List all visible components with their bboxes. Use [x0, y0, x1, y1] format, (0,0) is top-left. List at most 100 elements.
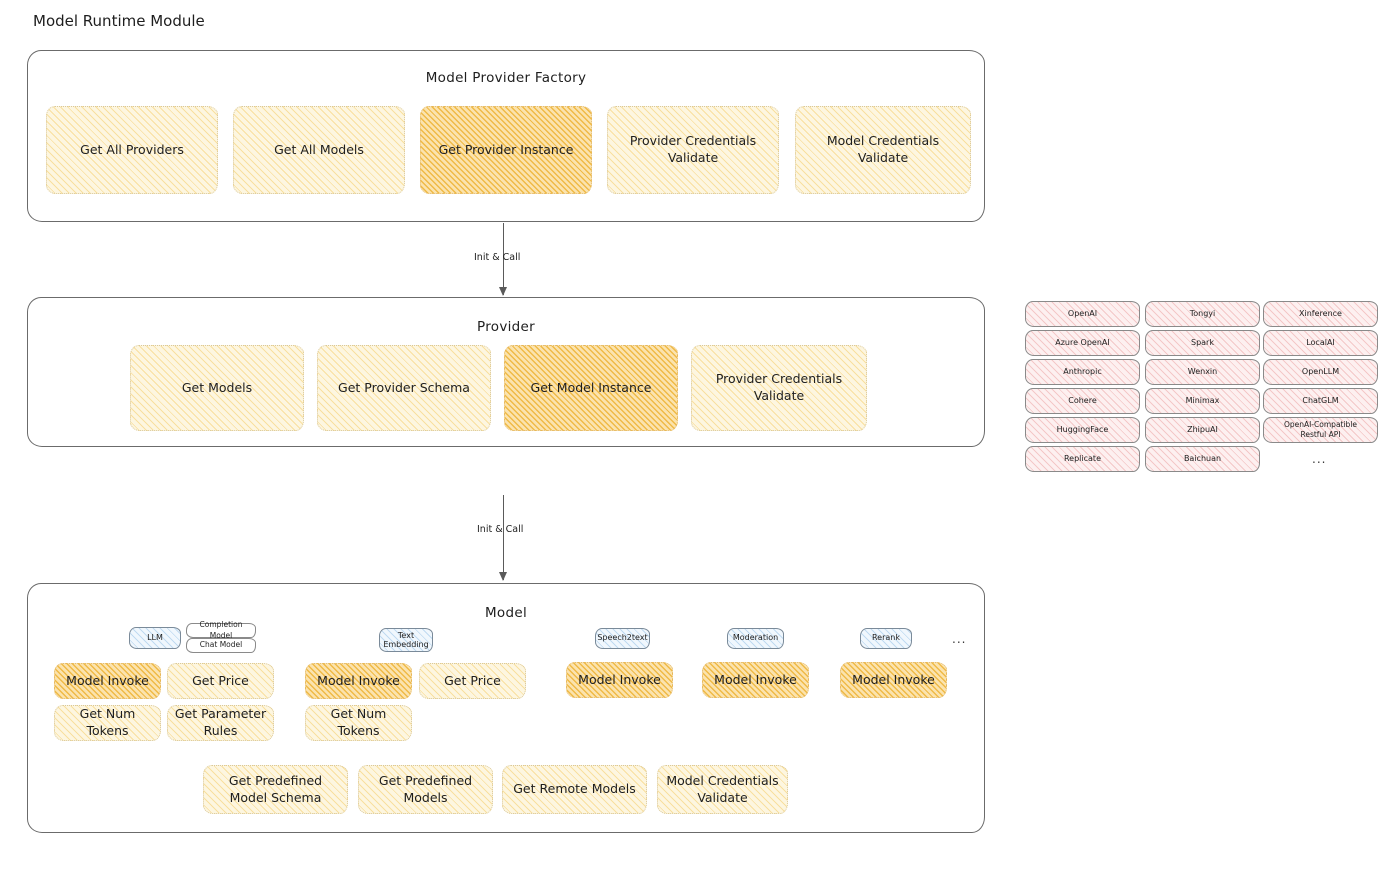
- label: Replicate: [1063, 453, 1101, 463]
- provider-chip-cohere[interactable]: Cohere: [1025, 388, 1140, 414]
- provider-list-more: ...: [1312, 452, 1327, 466]
- arrow-stem: [503, 495, 505, 580]
- label: Get Num Tokens: [79, 706, 136, 738]
- provider-title: Provider: [477, 319, 535, 335]
- label: Chat Model: [199, 640, 243, 650]
- label: Baichuan: [1183, 453, 1222, 463]
- model-common-method-get-remote-models[interactable]: Get Remote Models: [502, 765, 647, 814]
- arrow-head: [498, 572, 507, 581]
- label: Wenxin: [1187, 366, 1218, 376]
- factory-title: Model Provider Factory: [425, 70, 587, 86]
- speech2text-method-model-invoke[interactable]: Model Invoke: [566, 662, 673, 698]
- provider-chip-xinference[interactable]: Xinference: [1263, 301, 1378, 327]
- factory-item-get-all-models[interactable]: Get All Models: [233, 106, 405, 194]
- moderation-method-model-invoke[interactable]: Model Invoke: [702, 662, 809, 698]
- label: Get Model Instance: [530, 379, 652, 395]
- label: Get Remote Models: [513, 781, 636, 797]
- arrow-stem: [503, 223, 505, 295]
- factory-item-model-credentials-validate[interactable]: Model Credentials Validate: [795, 106, 971, 194]
- model-type-badge-moderation[interactable]: Moderation: [727, 628, 784, 649]
- model-common-method-get-predefined-model-schema[interactable]: Get Predefined Model Schema: [203, 765, 348, 814]
- provider-item-get-provider-schema[interactable]: Get Provider Schema: [317, 345, 491, 431]
- label: Tongyi: [1189, 308, 1216, 318]
- provider-chip-openai-compatible-restful-api[interactable]: OpenAI-Compatible Restful API: [1263, 417, 1378, 443]
- provider-chip-replicate[interactable]: Replicate: [1025, 446, 1140, 472]
- provider-chip-openllm[interactable]: OpenLLM: [1263, 359, 1378, 385]
- label: LLM: [147, 632, 163, 642]
- llm-method-get-parameter-rules[interactable]: Get Parameter Rules: [167, 705, 274, 741]
- label: HuggingFace: [1056, 424, 1109, 434]
- label: Xinference: [1299, 308, 1342, 318]
- label: Get Predefined Models: [378, 772, 473, 805]
- label: Provider Credentials Validate: [629, 133, 757, 165]
- provider-chip-zhipuai[interactable]: ZhipuAI: [1145, 417, 1260, 443]
- model-subtype-badge-completion-model[interactable]: Completion Model: [186, 620, 256, 640]
- model-type-badge-rerank[interactable]: Rerank: [860, 628, 912, 649]
- label: Get All Providers: [80, 141, 184, 157]
- provider-chip-baichuan[interactable]: Baichuan: [1145, 446, 1260, 472]
- label: Speech2text: [597, 633, 648, 643]
- llm-method-get-num-tokens[interactable]: Get Num Tokens: [54, 705, 161, 741]
- label: Azure OpenAI: [1055, 337, 1110, 347]
- label: Cohere: [1068, 395, 1097, 405]
- provider-chip-anthropic[interactable]: Anthropic: [1025, 359, 1140, 385]
- label: LocalAI: [1306, 337, 1335, 347]
- model-title: Model: [484, 605, 528, 621]
- label: Get Parameter Rules: [174, 706, 267, 738]
- label: ZhipuAI: [1187, 424, 1218, 434]
- model-common-method-get-predefined-models[interactable]: Get Predefined Models: [358, 765, 493, 814]
- label: Provider Credentials Validate: [715, 371, 843, 403]
- label: OpenAI-Compatible Restful API: [1283, 419, 1358, 439]
- label: Model Invoke: [317, 672, 400, 688]
- label: Minimax: [1185, 395, 1220, 405]
- text-embedding-method-model-invoke[interactable]: Model Invoke: [305, 663, 412, 699]
- label: Model Invoke: [714, 671, 797, 687]
- model-type-badge-llm[interactable]: LLM: [129, 627, 181, 649]
- provider-chip-chatglm[interactable]: ChatGLM: [1263, 388, 1378, 414]
- provider-item-get-models[interactable]: Get Models: [130, 345, 304, 431]
- label: Get All Models: [274, 141, 364, 157]
- label: Anthropic: [1063, 366, 1102, 376]
- label: OpenLLM: [1301, 366, 1340, 376]
- label: Model Credentials Validate: [826, 133, 940, 165]
- model-type-badge-text-embedding[interactable]: Text Embedding: [379, 628, 433, 652]
- text-embedding-method-get-num-tokens[interactable]: Get Num Tokens: [305, 705, 412, 741]
- label: Get Num Tokens: [330, 706, 387, 738]
- label: Moderation: [732, 633, 779, 643]
- provider-chip-tongyi[interactable]: Tongyi: [1145, 301, 1260, 327]
- provider-chip-localai[interactable]: LocalAI: [1263, 330, 1378, 356]
- label: Rerank: [871, 633, 900, 643]
- provider-chip-azure-openai[interactable]: Azure OpenAI: [1025, 330, 1140, 356]
- rerank-method-model-invoke[interactable]: Model Invoke: [840, 662, 947, 698]
- factory-item-get-all-providers[interactable]: Get All Providers: [46, 106, 218, 194]
- provider-chip-spark[interactable]: Spark: [1145, 330, 1260, 356]
- arrow-head: [498, 287, 507, 296]
- llm-method-get-price[interactable]: Get Price: [167, 663, 274, 699]
- label: Model Credentials Validate: [666, 772, 779, 805]
- provider-item-provider-credentials-validate[interactable]: Provider Credentials Validate: [691, 345, 867, 431]
- page-title: Model Runtime Module: [33, 12, 205, 30]
- factory-item-provider-credentials-validate[interactable]: Provider Credentials Validate: [607, 106, 779, 194]
- model-subtype-badge-chat-model[interactable]: Chat Model: [186, 638, 256, 653]
- label: Spark: [1191, 337, 1214, 347]
- provider-chip-wenxin[interactable]: Wenxin: [1145, 359, 1260, 385]
- provider-chip-minimax[interactable]: Minimax: [1145, 388, 1260, 414]
- label: Get Price: [192, 672, 249, 688]
- factory-item-get-provider-instance[interactable]: Get Provider Instance: [420, 106, 592, 194]
- label: Model Invoke: [852, 671, 935, 687]
- model-types-more: ...: [952, 632, 967, 646]
- provider-chip-huggingface[interactable]: HuggingFace: [1025, 417, 1140, 443]
- provider-chip-openai[interactable]: OpenAI: [1025, 301, 1140, 327]
- label: Text Embedding: [383, 630, 429, 649]
- llm-method-model-invoke[interactable]: Model Invoke: [54, 663, 161, 699]
- text-embedding-method-get-price[interactable]: Get Price: [419, 663, 526, 699]
- arrow-label-init-and-call-top: Init & Call: [474, 252, 521, 263]
- model-type-badge-speech2text[interactable]: Speech2text: [595, 628, 650, 649]
- label: ChatGLM: [1302, 395, 1339, 405]
- arrow-label-init-and-call-bottom: Init & Call: [477, 524, 524, 535]
- provider-item-get-model-instance[interactable]: Get Model Instance: [504, 345, 678, 431]
- label: Model Invoke: [66, 672, 149, 688]
- model-common-method-model-credentials-validate[interactable]: Model Credentials Validate: [657, 765, 788, 814]
- label: Get Provider Instance: [438, 141, 574, 157]
- label: OpenAI: [1067, 308, 1098, 318]
